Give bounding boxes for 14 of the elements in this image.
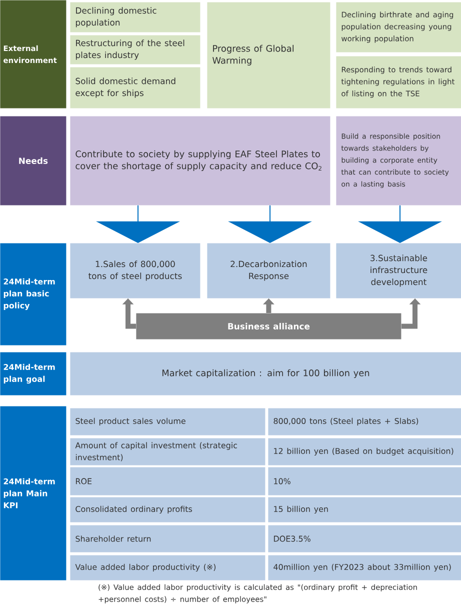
info-box: Progress of Global Warming	[207, 2, 330, 108]
category-label: Needs	[0, 116, 66, 206]
info-box: Declining domestic population	[70, 2, 200, 32]
chevron-arrow	[358, 205, 442, 243]
policy-box: 2.Decarbonization Response	[207, 243, 330, 298]
goal-box: Market capitalization : aim for 100 billion yen	[70, 352, 461, 396]
chevron-arrow	[96, 205, 180, 243]
needs-box: Contribute to society by supplying EAF Steel Plates to cover the shortage of supply capacity and reduce CO$_{2}$	[70, 116, 330, 206]
policy-box: 1.Sales of 800,000 tons of steel products	[70, 243, 200, 298]
info-box: Restructuring of the steel plates industry	[70, 35, 200, 64]
chevron-arrow	[228, 205, 312, 243]
policy-box: 3.Sustainable infrastructure development	[336, 243, 461, 298]
info-box: Solid domestic demand except for ships	[70, 67, 200, 108]
alliance-box: Business alliance	[136, 313, 402, 340]
